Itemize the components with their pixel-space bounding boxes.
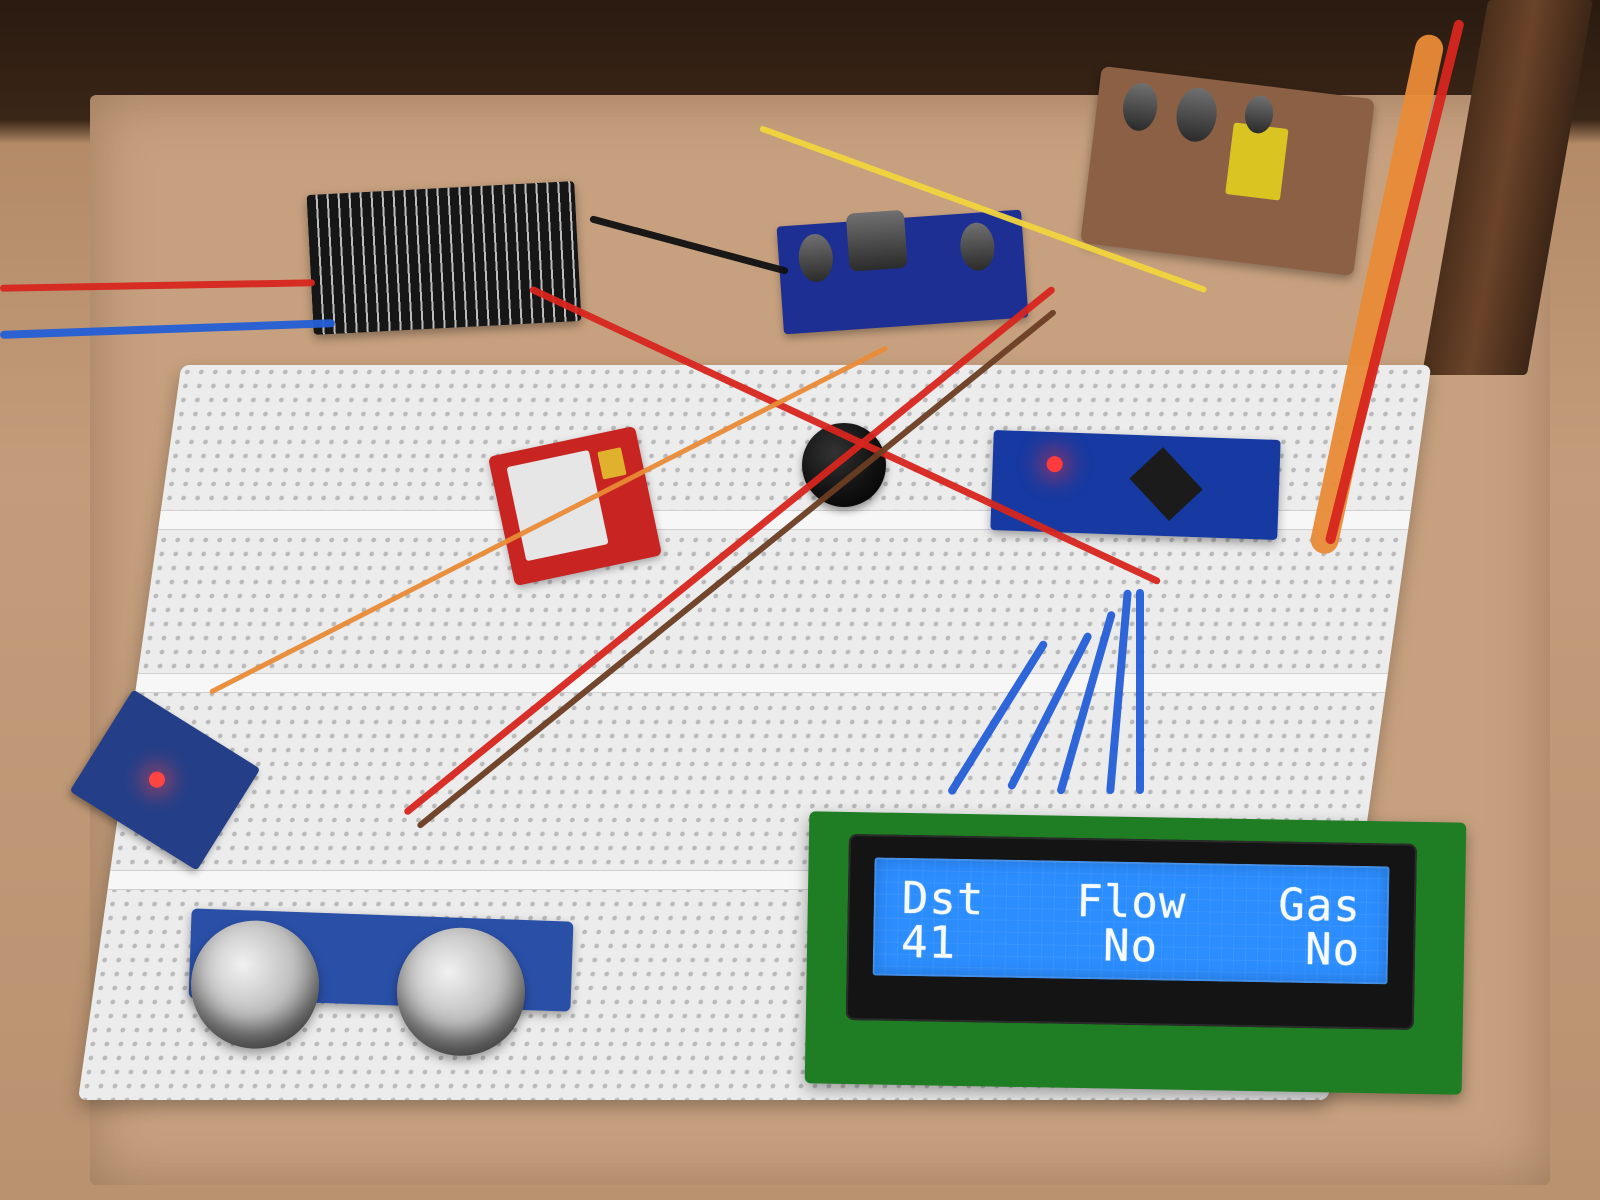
lcd-value-gas: No <box>1304 923 1361 976</box>
lcd-bezel: Dst Flow Gas 41 No No <box>845 833 1417 1030</box>
power-supply-board <box>1080 65 1375 277</box>
lcd-screen: Dst Flow Gas 41 No No <box>872 857 1390 985</box>
blue-wire <box>1136 589 1144 794</box>
buck-converter-module <box>776 209 1029 335</box>
breadboard-channel <box>135 673 1389 693</box>
lcd-value-distance: 41 <box>900 916 957 969</box>
arduino-led <box>1046 455 1063 473</box>
inductor <box>845 209 908 272</box>
transformer <box>1225 122 1289 201</box>
lcd-value-flow: No <box>1102 919 1159 972</box>
capacitor <box>958 221 997 272</box>
capacitor <box>797 232 835 284</box>
ultrasonic-sensor <box>188 908 574 1059</box>
lcd-module: Dst Flow Gas 41 No No <box>804 811 1467 1095</box>
microcontroller-chip <box>1129 447 1203 521</box>
lcd-bottom-row: 41 No No <box>900 916 1361 976</box>
capacitor <box>1120 80 1160 133</box>
rain-sensor <box>306 181 582 335</box>
capacitor <box>1173 85 1220 145</box>
